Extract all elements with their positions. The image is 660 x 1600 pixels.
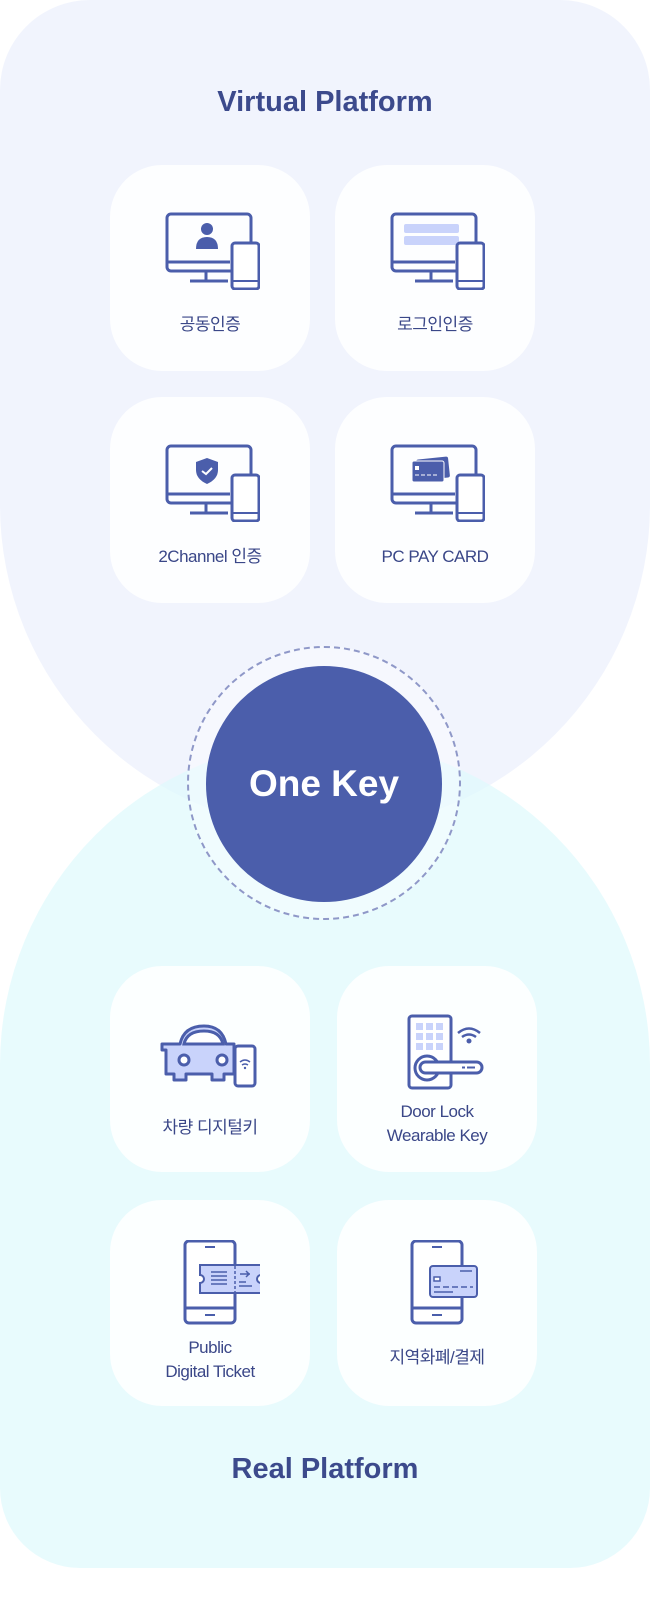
card-joint-certificate[interactable]: 공동인증 bbox=[110, 165, 310, 371]
card-label: PC PAY CARD bbox=[381, 547, 489, 566]
card-pc-pay-card[interactable]: PC PAY CARD bbox=[335, 397, 535, 603]
one-key-button[interactable]: One Key bbox=[206, 666, 442, 902]
card-label: 지역화폐/결제 bbox=[389, 1348, 485, 1367]
card-label: Door Lock Wearable Key bbox=[337, 1100, 537, 1148]
card-label-line: Wearable Key bbox=[386, 1126, 488, 1145]
monitor-user-icon bbox=[165, 212, 260, 290]
car-phone-icon bbox=[160, 1024, 257, 1088]
monitor-shield-icon bbox=[165, 444, 260, 522]
card-2channel-auth[interactable]: 2Channel 인증 bbox=[110, 397, 310, 603]
card-car-digital-key[interactable]: 차량 디지털키 bbox=[110, 966, 310, 1172]
card-label-line: Door Lock bbox=[400, 1102, 474, 1121]
card-public-digital-ticket[interactable]: Public Digital Ticket bbox=[110, 1200, 310, 1406]
monitor-login-icon bbox=[390, 212, 485, 290]
card-label: 로그인인증 bbox=[397, 315, 473, 334]
one-key-label: One Key bbox=[248, 763, 400, 804]
card-label: Public Digital Ticket bbox=[110, 1336, 310, 1384]
card-label: 2Channel 인증 bbox=[158, 547, 262, 566]
card-login-auth[interactable]: 로그인인증 bbox=[335, 165, 535, 371]
virtual-platform-title: Virtual Platform bbox=[217, 86, 433, 118]
card-label: 공동인증 bbox=[179, 315, 241, 334]
monitor-card-icon bbox=[390, 444, 485, 522]
card-label-line: Public bbox=[188, 1338, 232, 1357]
card-local-currency-payment[interactable]: 지역화폐/결제 bbox=[337, 1200, 537, 1406]
card-door-lock[interactable]: Door Lock Wearable Key bbox=[337, 966, 537, 1172]
phone-card-icon bbox=[410, 1240, 478, 1325]
card-label-line: Digital Ticket bbox=[165, 1362, 255, 1381]
door-lock-icon bbox=[407, 1014, 484, 1090]
card-label: 차량 디지털키 bbox=[162, 1118, 258, 1137]
real-platform-title: Real Platform bbox=[231, 1453, 419, 1485]
phone-ticket-icon bbox=[183, 1240, 260, 1325]
